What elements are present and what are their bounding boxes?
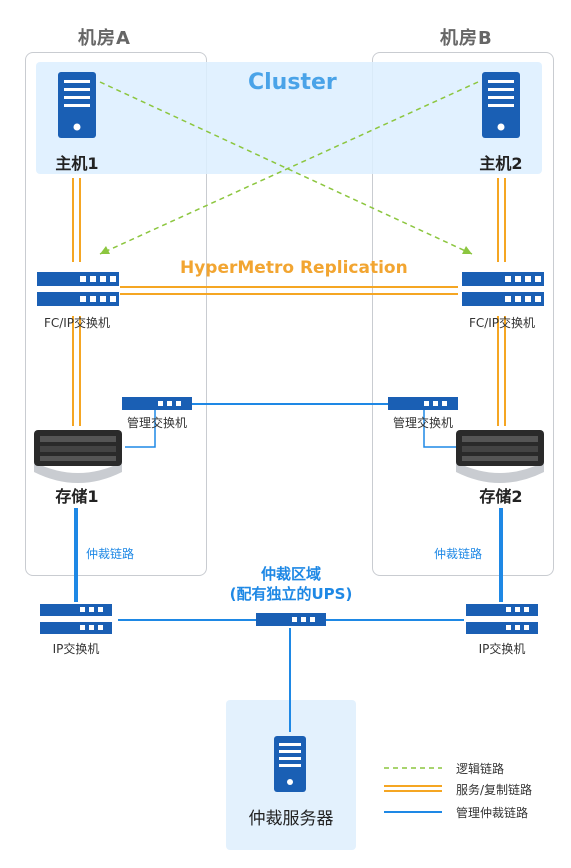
room-b-title: 机房B	[440, 28, 493, 49]
arb-link-b-label: 仲裁链路	[434, 547, 483, 561]
host1-label: 主机1	[55, 154, 99, 173]
mgmt-switch-a-icon	[122, 397, 192, 410]
legend-logic-label: 逻辑链路	[456, 762, 505, 776]
arb-link-a-label: 仲裁链路	[86, 547, 135, 561]
cluster-label: Cluster	[248, 70, 337, 95]
cluster-band	[36, 62, 542, 174]
arbitration-server-icon	[274, 736, 306, 792]
arbitration-zone-line1: 仲裁区域	[260, 565, 321, 583]
service-link-host2-fcb	[497, 178, 506, 262]
mgmt-switch-a-label: 管理交换机	[126, 416, 187, 430]
arbitration-switch-icon	[256, 613, 326, 626]
fc-switch-b-icon	[462, 272, 544, 306]
mgmt-switch-b-icon	[388, 397, 458, 410]
legend-mgmt-label: 管理仲裁链路	[456, 806, 529, 820]
room-a-title: 机房A	[78, 28, 131, 49]
storage2-label: 存储2	[479, 487, 523, 506]
host2-label: 主机2	[479, 154, 523, 173]
logic-link-host2-switcha	[99, 81, 479, 255]
storage1-icon	[34, 430, 122, 483]
arrow-head-b	[462, 246, 472, 254]
ip-switch-b-label: IP交换机	[478, 642, 526, 656]
arbitration-zone-line2: (配有独立的UPS)	[229, 585, 353, 603]
mgmt-switch-b-label: 管理交换机	[392, 416, 453, 430]
ip-switch-a-label: IP交换机	[52, 642, 100, 656]
mgmt-link-a-storage	[125, 408, 156, 448]
host2-server-icon	[482, 72, 520, 138]
fc-switch-b-label: FC/IP交换机	[468, 316, 536, 330]
replication-label: HyperMetro Replication	[180, 258, 408, 278]
arrow-head-a	[100, 246, 110, 254]
mgmt-link-b-storage	[423, 408, 456, 448]
host1-server-icon	[58, 72, 96, 138]
legend-service-label: 服务/复制链路	[456, 783, 533, 797]
arbitration-server-label: 仲裁服务器	[248, 809, 334, 829]
service-link-fcb-storage2	[497, 316, 506, 426]
arbitration-zone-title: 仲裁区域 (配有独立的UPS)	[196, 564, 386, 604]
replication-link	[120, 286, 458, 295]
service-link-fca-storage1	[72, 316, 81, 426]
fc-switch-a-label: FC/IP交换机	[43, 316, 111, 330]
legend-service-line	[384, 785, 442, 792]
ip-switch-a-icon	[40, 604, 112, 634]
storage1-label: 存储1	[55, 487, 99, 506]
storage2-icon	[456, 430, 544, 483]
ip-switch-b-icon	[466, 604, 538, 634]
fc-switch-a-icon	[37, 272, 119, 306]
service-link-host1-fca	[72, 178, 81, 262]
